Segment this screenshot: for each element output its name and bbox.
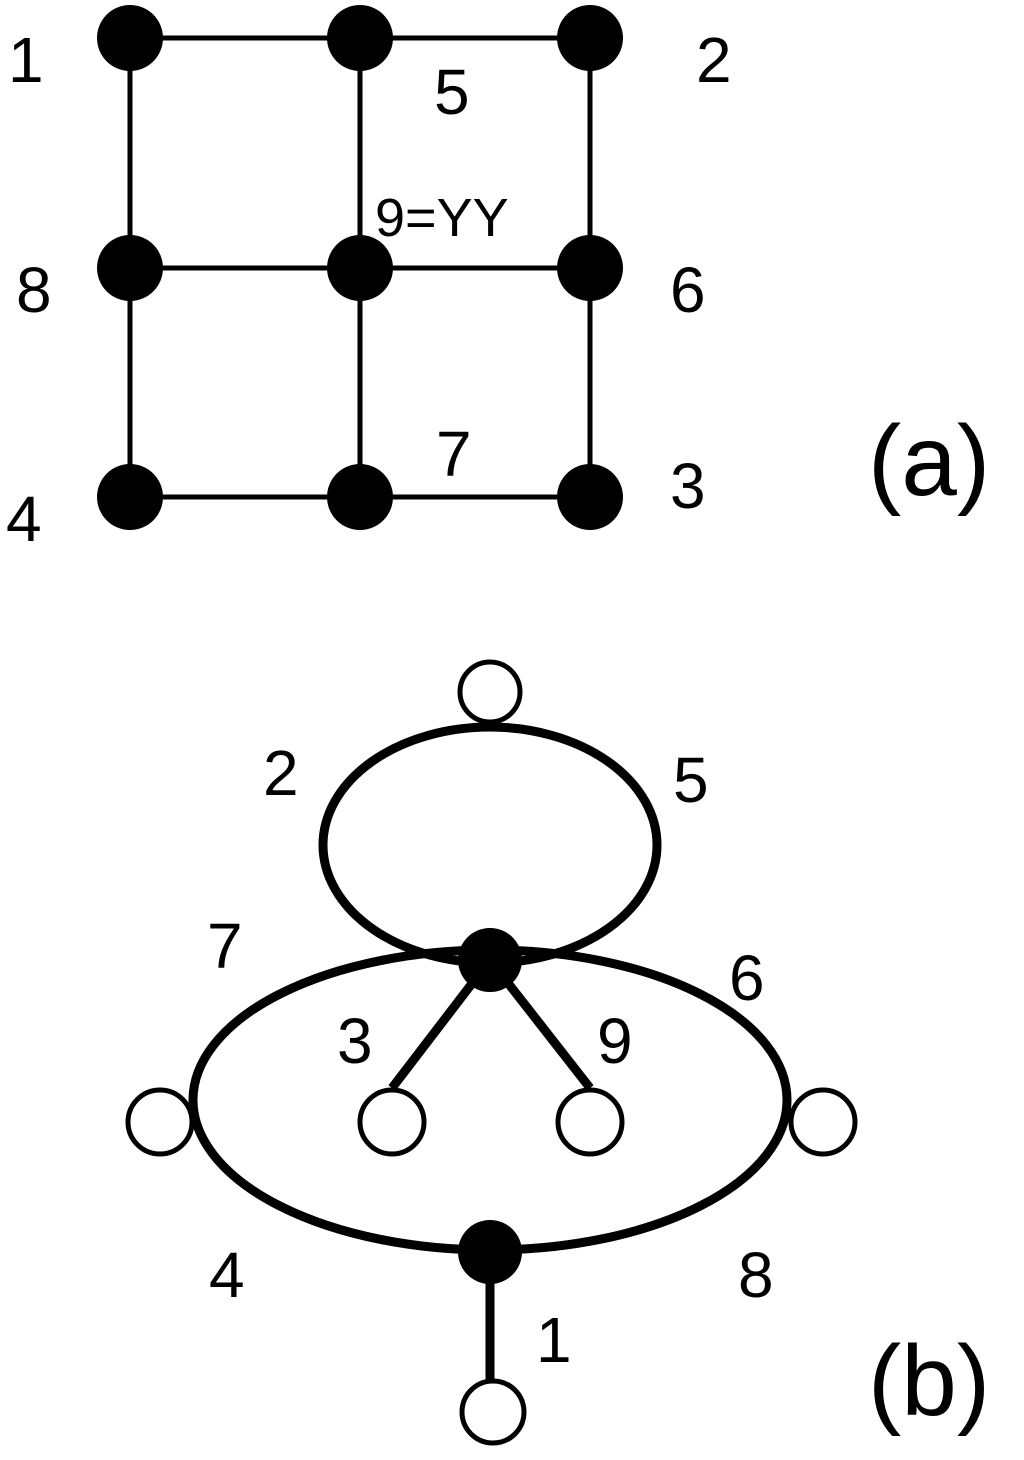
node-6 — [557, 235, 623, 301]
node-label-1: 1 — [8, 24, 44, 96]
node-2 — [557, 5, 623, 71]
edge-label-5: 5 — [673, 744, 709, 816]
hollow-nodes — [125, 659, 858, 1446]
loop-edge-labels: 2 5 7 6 3 9 4 8 1 — [207, 737, 774, 1376]
node-label-7: 7 — [436, 418, 472, 490]
node-3 — [557, 464, 623, 530]
node-9 — [327, 235, 393, 301]
panel-b-label: (b) — [868, 1325, 990, 1437]
edge-label-9: 9 — [597, 1005, 633, 1077]
edge-label-6: 6 — [729, 942, 765, 1014]
edge-label-7: 7 — [207, 910, 243, 982]
edge-label-1: 1 — [536, 1304, 572, 1376]
lower-loop — [188, 945, 792, 1255]
node-7 — [327, 464, 393, 530]
panel-a-grid-graph: 1 5 2 8 9=YY 6 4 7 3 (a) — [6, 5, 990, 555]
node-label-5: 5 — [434, 56, 470, 128]
node-label-2: 2 — [696, 24, 732, 96]
hollow-node-left — [125, 1087, 195, 1157]
upper-loop — [318, 722, 662, 968]
grid-nodes — [97, 5, 623, 530]
hollow-node-top — [457, 659, 523, 725]
bottom-vertex — [458, 1220, 522, 1284]
hollow-node-right — [788, 1087, 858, 1157]
node-label-4: 4 — [6, 483, 42, 555]
node-label-3: 3 — [670, 450, 706, 522]
panel-a-label: (a) — [868, 405, 990, 517]
node-label-9: 9=YY — [375, 188, 509, 248]
center-vertex — [458, 928, 522, 992]
edge-label-4: 4 — [209, 1239, 245, 1311]
hollow-node-3 — [357, 1087, 427, 1157]
grid-node-labels: 1 5 2 8 9=YY 6 4 7 3 — [6, 24, 732, 555]
panel-b-loop-graph: 2 5 7 6 3 9 4 8 1 (b) — [125, 659, 990, 1446]
edge-label-8: 8 — [738, 1239, 774, 1311]
solid-nodes — [458, 928, 522, 1284]
grid-edges — [127, 35, 593, 500]
hollow-node-bottom — [459, 1378, 527, 1446]
node-1 — [97, 5, 163, 71]
node-8 — [97, 235, 163, 301]
hollow-node-9 — [555, 1087, 625, 1157]
node-label-6: 6 — [670, 254, 706, 326]
node-4 — [97, 464, 163, 530]
node-5 — [327, 5, 393, 71]
node-label-8: 8 — [16, 254, 52, 326]
edge-label-2: 2 — [263, 737, 299, 809]
edge-label-3: 3 — [337, 1005, 373, 1077]
